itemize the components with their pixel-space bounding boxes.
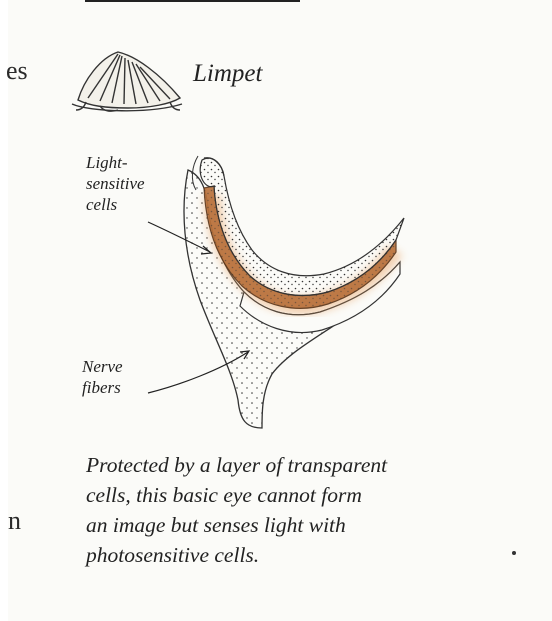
label-line: Light- [86,152,166,173]
species-title: Limpet [193,60,262,88]
caption-line: Protected by a layer of transparent [86,450,526,480]
limpet-shell-icon [72,52,182,111]
speck [512,551,516,555]
light-sensitive-cells-label: Light- sensitive cells [86,152,166,215]
caption-line: cells, this basic eye cannot form [86,480,526,510]
caption-line: photosensitive cells. [86,540,526,570]
label-line: Nerve [82,356,152,377]
caption-line: an image but senses light with [86,510,526,540]
label-line: cells [86,194,166,215]
caption: Protected by a layer of transparent cell… [86,450,526,570]
eye-cross-section [184,156,404,428]
nerve-fibers-label: Nerve fibers [82,356,152,398]
label-line: sensitive [86,173,166,194]
label-line: fibers [82,377,152,398]
